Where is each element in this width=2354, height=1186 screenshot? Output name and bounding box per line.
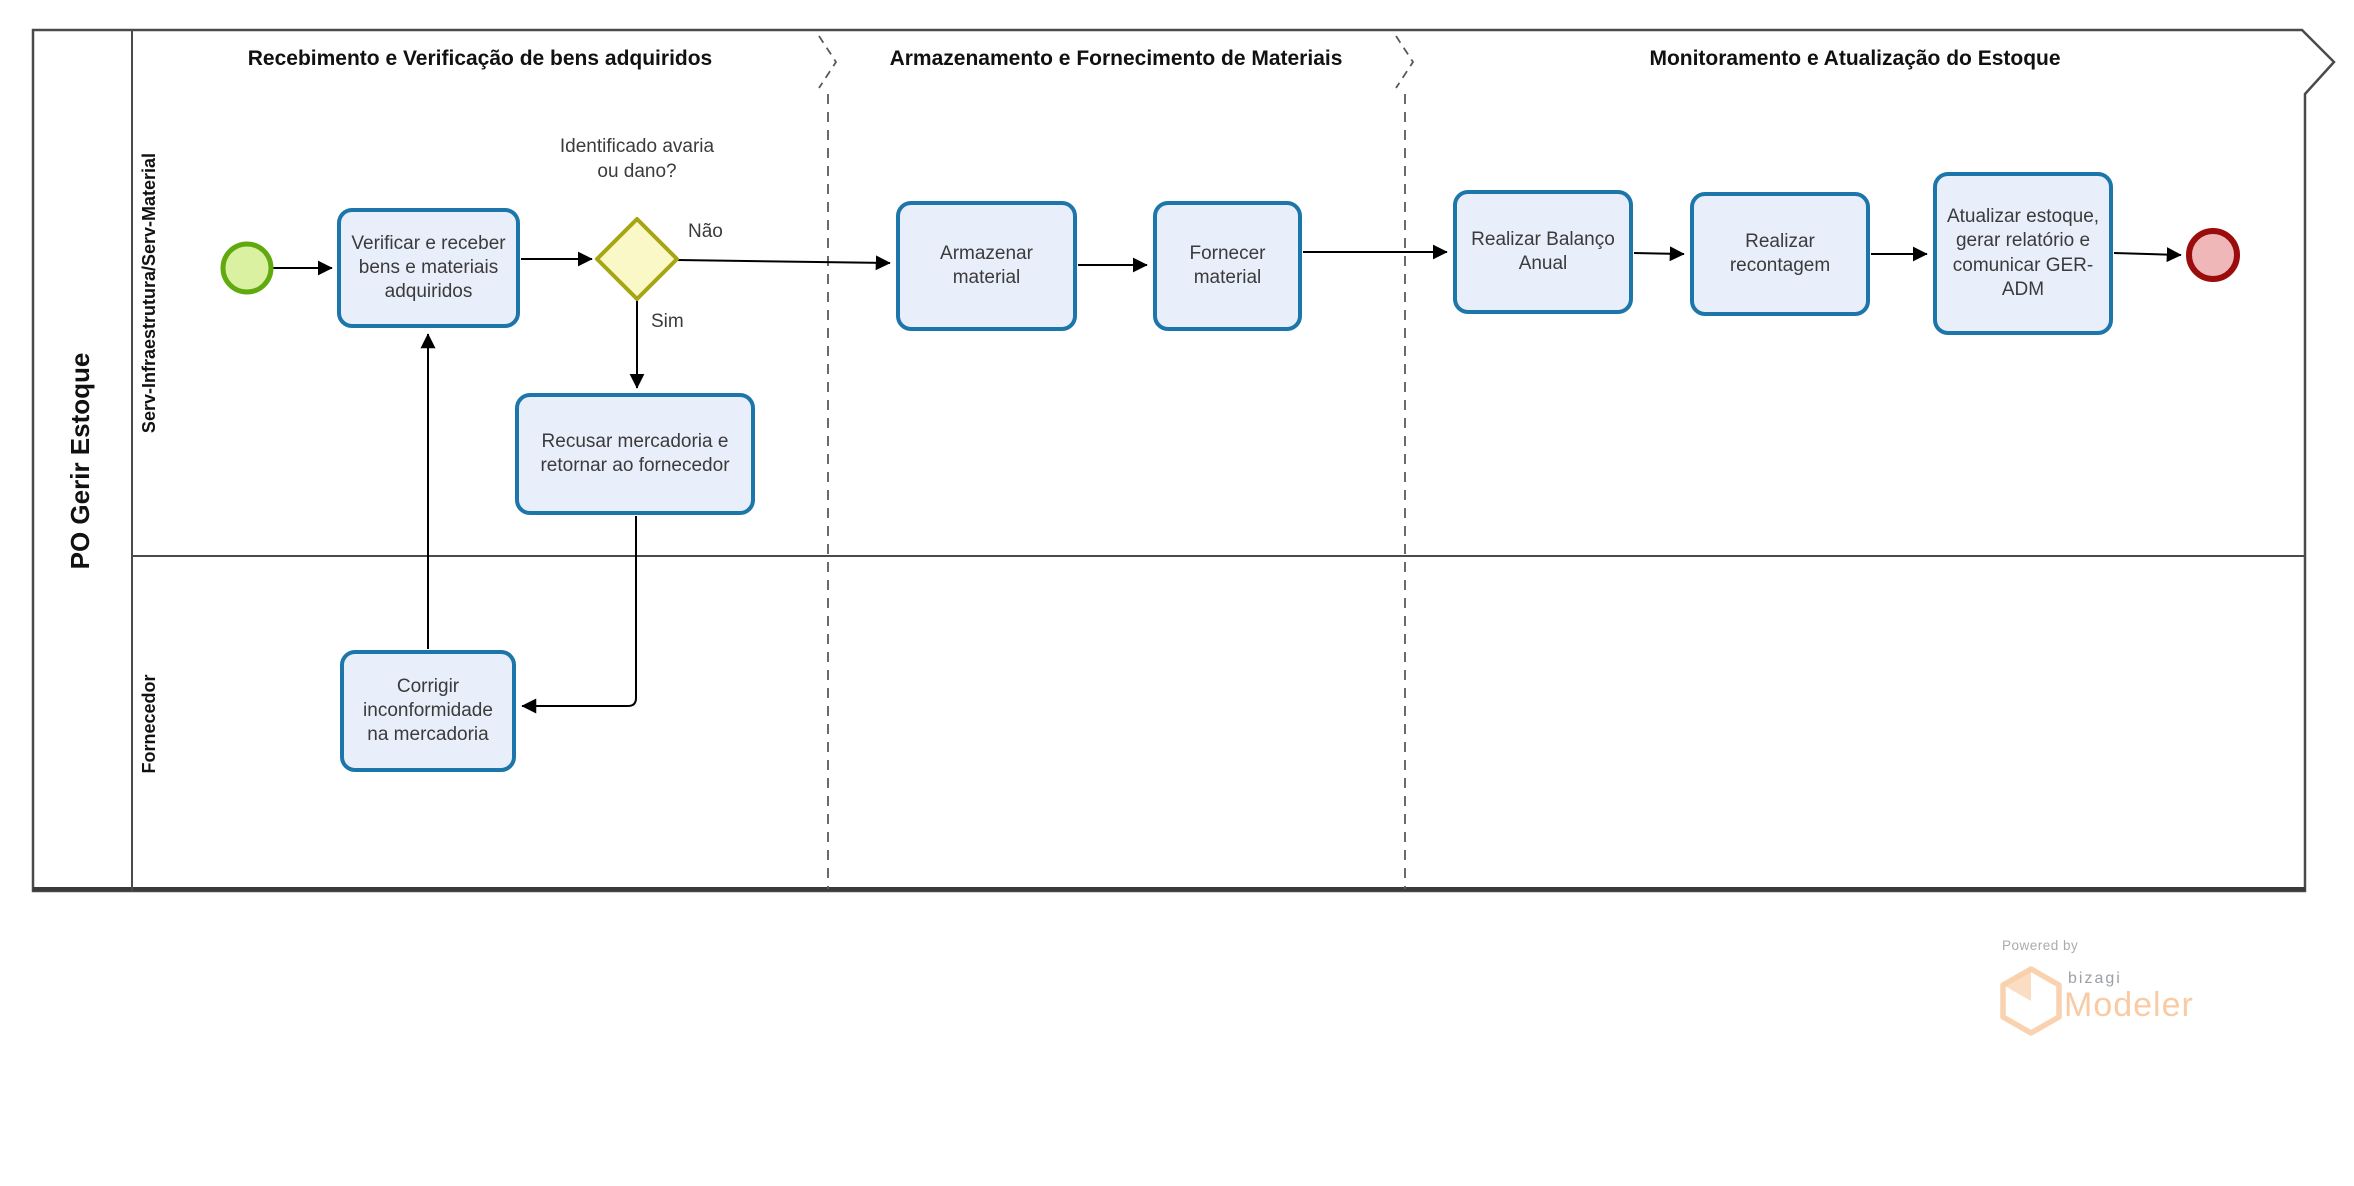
flow-label-sim: Sim (651, 311, 684, 332)
start-event[interactable] (220, 241, 274, 295)
lane-label-fornecedor: Fornecedor (139, 674, 159, 774)
task-verificar-receber-bens[interactable]: Verificar e receber bens e materiais adq… (337, 208, 520, 328)
task-atualizar-estoque[interactable]: Atualizar estoque, gerar relatório e com… (1933, 172, 2113, 335)
flow-balanco-to-recontagem (1633, 246, 1685, 262)
bizagi-logo-fold (2003, 969, 2031, 1001)
phase-header-monitoramento: Monitoramento e Atualização do Estoque (1649, 47, 2061, 70)
end-event[interactable] (2186, 228, 2240, 282)
bizagi-logo-icon (2000, 966, 2062, 1036)
powered-by-text: Powered by (2002, 938, 2079, 953)
flow-gateway-nao-to-armazenar (677, 255, 891, 271)
task-recusar-mercadoria[interactable]: Recusar mercadoria e retornar ao fornece… (515, 393, 755, 515)
modeler-product-text: Modeler (2064, 986, 2194, 1024)
lane-label-serv-infraestrutura: Serv-Infraestrutura/Serv-Material (139, 152, 159, 434)
gateway-question-label: Identificado avaria ou dano? (559, 136, 715, 183)
flow-atualizar-to-end (2113, 247, 2182, 263)
flow-recusar-to-corrigir (521, 516, 637, 714)
phase-header-armazenamento: Armazenamento e Fornecimento de Materiai… (889, 47, 1343, 70)
task-armazenar-material[interactable]: Armazenar material (896, 201, 1077, 331)
task-fornecer-material[interactable]: Fornecer material (1153, 201, 1302, 331)
task-realizar-balanco-anual[interactable]: Realizar Balanço Anual (1453, 190, 1633, 314)
bizagi-brand-text: bizagi (2068, 970, 2122, 987)
phase-header-recebimento: Recebimento e Verificação de bens adquir… (247, 47, 713, 70)
pool-title: PO Gerir Estoque (65, 352, 95, 570)
task-realizar-recontagem[interactable]: Realizar recontagem (1690, 192, 1870, 316)
flow-label-nao: Não (688, 221, 723, 242)
exclusive-gateway[interactable] (595, 217, 679, 301)
task-corrigir-inconformidade[interactable]: Corrigir inconformidade na mercadoria (340, 650, 516, 772)
